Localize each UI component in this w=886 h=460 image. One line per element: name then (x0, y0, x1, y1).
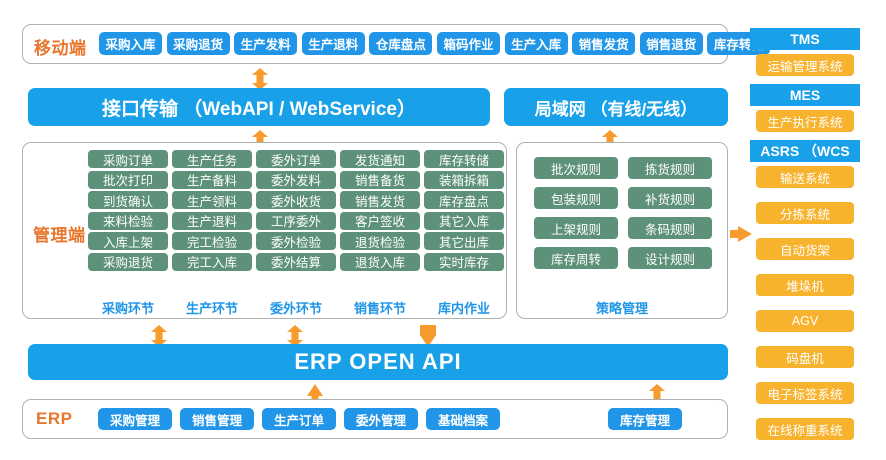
strategy-item-0-2[interactable]: 上架规则 (534, 217, 618, 239)
system-header-1[interactable]: MES (750, 84, 860, 106)
strategy-item-0-1[interactable]: 包装规则 (534, 187, 618, 209)
system-item-1-0[interactable]: 生产执行系统 (756, 110, 854, 132)
strategy-item-1-1[interactable]: 补货规则 (628, 187, 712, 209)
management-item-1-0[interactable]: 生产任务 (172, 150, 252, 168)
system-item-2-7[interactable]: 在线称重系统 (756, 418, 854, 440)
mobile-item-4[interactable]: 仓库盘点 (369, 32, 433, 55)
mobile-item-2[interactable]: 生产发料 (234, 32, 298, 55)
management-item-1-1[interactable]: 生产备料 (172, 170, 252, 189)
management-item-3-1[interactable]: 销售备货 (340, 170, 420, 189)
mobile-item-1[interactable]: 采购退货 (166, 32, 230, 55)
management-item-1-3[interactable]: 生产退料 (172, 211, 252, 230)
management-item-4-1[interactable]: 装箱拆箱 (424, 170, 504, 189)
strategy-item-0-0[interactable]: 批次规则 (534, 157, 618, 179)
arrow-inventory-to-openapi (419, 325, 437, 347)
arrow-openapi-to-erp (306, 384, 324, 406)
erp-item-0[interactable]: 采购管理 (98, 408, 172, 430)
management-column-header-1: 生产环节 (185, 301, 238, 316)
management-column-header-4: 库内作业 (437, 301, 490, 316)
erp-item-3[interactable]: 委外管理 (344, 408, 418, 430)
system-item-2-2[interactable]: 自动货架 (756, 238, 854, 260)
management-panel (22, 142, 507, 319)
management-item-4-5[interactable]: 实时库存 (424, 252, 504, 271)
management-item-1-4[interactable]: 完工检验 (172, 232, 252, 250)
management-item-0-3[interactable]: 来料检验 (88, 211, 168, 230)
management-item-0-2[interactable]: 到货确认 (88, 191, 168, 209)
management-row-label: 管理端 (33, 226, 86, 245)
management-item-3-0[interactable]: 发货通知 (340, 150, 420, 168)
management-item-3-3[interactable]: 客户签收 (340, 211, 420, 230)
strategy-item-1-0[interactable]: 拣货规则 (628, 157, 712, 179)
system-item-2-4[interactable]: AGV (756, 310, 854, 332)
system-item-2-5[interactable]: 码盘机 (756, 346, 854, 368)
erp-open-api-bar: ERP OPEN API (28, 344, 728, 380)
management-item-1-2[interactable]: 生产领料 (172, 191, 252, 209)
mobile-row-label: 移动端 (34, 39, 87, 58)
mobile-item-6[interactable]: 生产入库 (504, 32, 568, 55)
arrow-purchase-to-openapi (150, 325, 168, 347)
erp-item-1[interactable]: 销售管理 (180, 408, 254, 430)
system-item-2-1[interactable]: 分拣系统 (756, 202, 854, 224)
erp-item-2[interactable]: 生产订单 (262, 408, 336, 430)
lan-bar: 局域网 （有线/无线） (504, 88, 728, 126)
mobile-item-7[interactable]: 销售发货 (572, 32, 636, 55)
management-item-2-4[interactable]: 委外检验 (256, 232, 336, 250)
management-item-0-4[interactable]: 入库上架 (88, 232, 168, 250)
arrow-mobile-to-api (251, 68, 269, 90)
management-item-4-3[interactable]: 其它入库 (424, 211, 504, 230)
system-item-0-0[interactable]: 运输管理系统 (756, 54, 854, 76)
management-item-3-5[interactable]: 退货入库 (340, 252, 420, 271)
mobile-item-0[interactable]: 采购入库 (99, 32, 162, 55)
management-item-3-2[interactable]: 销售发货 (340, 191, 420, 209)
mobile-item-5[interactable]: 箱码作业 (437, 32, 500, 55)
arrow-sales-to-openapi (286, 325, 304, 347)
system-header-2[interactable]: ASRS （WCS (750, 140, 860, 162)
management-column-header-3: 销售环节 (353, 301, 406, 316)
management-item-2-1[interactable]: 委外发料 (256, 170, 336, 189)
management-column-header-0: 采购环节 (101, 301, 154, 316)
erp-item-5[interactable]: 库存管理 (608, 408, 682, 430)
management-item-3-4[interactable]: 退货检验 (340, 232, 420, 250)
strategy-item-1-3[interactable]: 设计规则 (628, 247, 712, 269)
strategy-header: 策略管理 (595, 301, 648, 316)
mobile-item-3[interactable]: 生产退料 (301, 32, 365, 55)
system-header-0[interactable]: TMS (750, 28, 860, 50)
api-transport-bar: 接口传输 （WebAPI / WebService） (28, 88, 490, 126)
management-column-header-2: 委外环节 (269, 301, 322, 316)
management-item-2-5[interactable]: 委外结算 (256, 252, 336, 271)
management-item-2-3[interactable]: 工序委外 (256, 211, 336, 230)
management-item-2-0[interactable]: 委外订单 (256, 150, 336, 168)
strategy-item-0-3[interactable]: 库存周转 (534, 247, 618, 269)
system-item-2-0[interactable]: 输送系统 (756, 166, 854, 188)
management-item-2-2[interactable]: 委外收货 (256, 191, 336, 209)
management-item-4-4[interactable]: 其它出库 (424, 232, 504, 250)
arrow-strategy-to-systems (730, 225, 752, 243)
management-item-4-0[interactable]: 库存转储 (424, 150, 504, 168)
mobile-item-8[interactable]: 销售退货 (639, 32, 703, 55)
management-item-0-5[interactable]: 采购退货 (88, 252, 168, 271)
system-item-2-3[interactable]: 堆垛机 (756, 274, 854, 296)
management-item-1-5[interactable]: 完工入库 (172, 252, 252, 271)
erp-item-4[interactable]: 基础档案 (426, 408, 500, 430)
management-item-0-1[interactable]: 批次打印 (88, 170, 168, 189)
strategy-item-1-2[interactable]: 条码规则 (628, 217, 712, 239)
erp-row-label: ERP (36, 409, 73, 428)
system-item-2-6[interactable]: 电子标签系统 (756, 382, 854, 404)
management-item-0-0[interactable]: 采购订单 (88, 150, 168, 168)
management-item-4-2[interactable]: 库存盘点 (424, 191, 504, 209)
